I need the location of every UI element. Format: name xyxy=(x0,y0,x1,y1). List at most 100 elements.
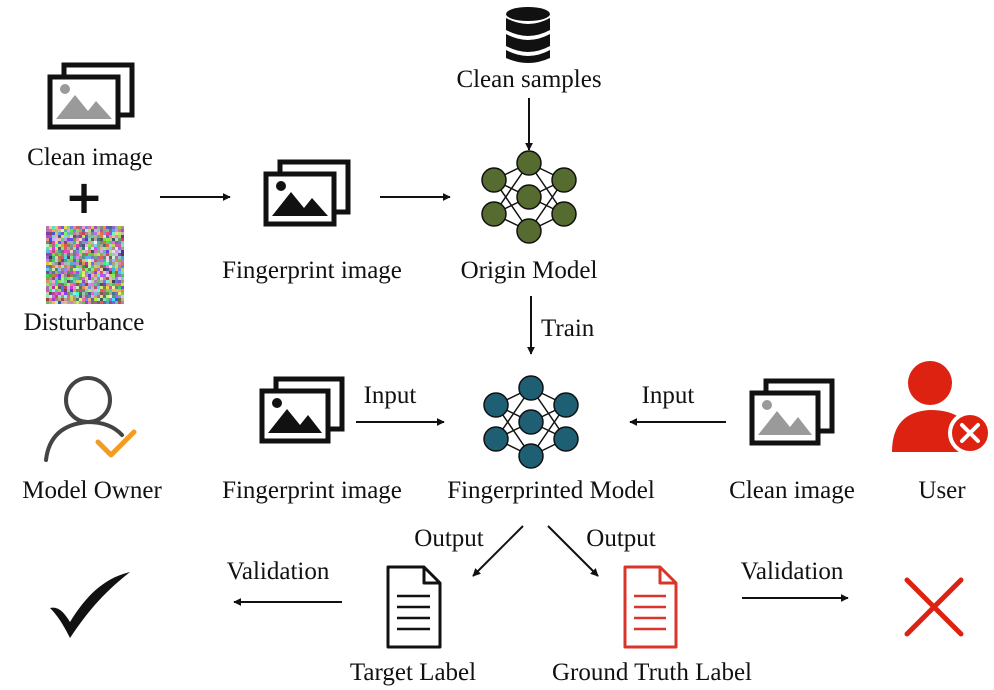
noise-pixel xyxy=(82,298,85,301)
noise-pixel xyxy=(52,271,55,274)
noise-pixel xyxy=(82,289,85,292)
noise-pixel xyxy=(100,298,103,301)
noise-pixel xyxy=(94,289,97,292)
noise-pixel xyxy=(115,232,118,235)
noise-pixel xyxy=(118,277,121,280)
user-x-icon xyxy=(892,361,992,455)
noise-pixel xyxy=(79,298,82,301)
clean-image-top-label: Clean image xyxy=(27,144,153,171)
noise-pixel xyxy=(64,253,67,256)
noise-pixel xyxy=(46,262,49,265)
target-label-label: Target Label xyxy=(350,659,476,686)
noise-pixel xyxy=(79,247,82,250)
noise-pixel xyxy=(88,238,91,241)
noise-pixel xyxy=(85,256,88,259)
noise-pixel xyxy=(49,274,52,277)
noise-pixel xyxy=(109,286,112,289)
noise-pixel xyxy=(46,298,49,301)
noise-pixel xyxy=(73,292,76,295)
noise-pixel xyxy=(49,286,52,289)
noise-pixel xyxy=(73,262,76,265)
noise-pixel xyxy=(97,283,100,286)
noise-pixel xyxy=(49,241,52,244)
network-node xyxy=(481,167,507,193)
noise-pixel xyxy=(61,301,64,304)
noise-pixel xyxy=(103,253,106,256)
noise-pixel xyxy=(100,232,103,235)
noise-pixel xyxy=(115,247,118,250)
noise-pixel xyxy=(58,241,61,244)
noise-pixel xyxy=(82,283,85,286)
noise-pixel xyxy=(91,238,94,241)
noise-pixel xyxy=(76,241,79,244)
noise-pixel xyxy=(49,280,52,283)
noise-pixel xyxy=(67,232,70,235)
noise-pixel xyxy=(85,235,88,238)
neural-network-icon xyxy=(483,375,579,469)
noise-pixel xyxy=(70,247,73,250)
noise-pixel xyxy=(103,247,106,250)
noise-pixel xyxy=(49,247,52,250)
noise-pixel xyxy=(121,250,124,253)
noise-pixel xyxy=(118,253,121,256)
noise-pixel xyxy=(64,268,67,271)
noise-pixel xyxy=(82,301,85,304)
noise-pixel xyxy=(88,244,91,247)
noise-pixel xyxy=(106,298,109,301)
noise-pixel xyxy=(58,295,61,298)
noise-pixel xyxy=(94,226,97,229)
noise-pixel xyxy=(70,226,73,229)
noise-pixel xyxy=(82,292,85,295)
image-stack-icon xyxy=(259,376,345,444)
noise-pixel xyxy=(52,259,55,262)
noise-pixel xyxy=(55,241,58,244)
noise-pixel xyxy=(82,286,85,289)
noise-pixel xyxy=(94,265,97,268)
noise-pixel xyxy=(103,289,106,292)
noise-pixel xyxy=(91,289,94,292)
noise-pixel xyxy=(115,265,118,268)
noise-pixel xyxy=(64,283,67,286)
noise-pixel xyxy=(82,277,85,280)
noise-pixel xyxy=(52,298,55,301)
noise-pixel xyxy=(49,268,52,271)
noise-pixel xyxy=(85,277,88,280)
noise-pixel xyxy=(115,298,118,301)
noise-pixel xyxy=(58,238,61,241)
noise-pixel xyxy=(121,235,124,238)
noise-pixel xyxy=(76,262,79,265)
noise-pixel xyxy=(121,265,124,268)
image-stack-icon xyxy=(749,378,835,446)
noise-pixel xyxy=(94,280,97,283)
noise-pixel xyxy=(106,259,109,262)
noise-pixel xyxy=(79,295,82,298)
noise-pixel xyxy=(64,262,67,265)
noise-pixel xyxy=(118,241,121,244)
noise-pixel xyxy=(58,268,61,271)
noise-pixel xyxy=(115,250,118,253)
noise-pixel xyxy=(88,232,91,235)
noise-pixel xyxy=(115,274,118,277)
network-node xyxy=(518,375,544,401)
network-node xyxy=(483,392,509,418)
noise-pixel xyxy=(49,232,52,235)
noise-pixel xyxy=(64,226,67,229)
noise-pixel xyxy=(67,286,70,289)
noise-pixel xyxy=(91,298,94,301)
noise-pixel xyxy=(109,265,112,268)
noise-pixel xyxy=(70,241,73,244)
noise-pixel xyxy=(94,256,97,259)
noise-pixel xyxy=(67,274,70,277)
noise-pixel xyxy=(73,253,76,256)
noise-pixel xyxy=(49,259,52,262)
noise-pixel xyxy=(73,259,76,262)
noise-pixel xyxy=(58,265,61,268)
noise-pixel xyxy=(100,301,103,304)
noise-pixel xyxy=(58,274,61,277)
noise-pixel xyxy=(61,292,64,295)
noise-pixel xyxy=(67,259,70,262)
network-node xyxy=(551,167,577,193)
noise-pixel xyxy=(91,244,94,247)
noise-pixel xyxy=(61,265,64,268)
noise-pixel xyxy=(70,265,73,268)
